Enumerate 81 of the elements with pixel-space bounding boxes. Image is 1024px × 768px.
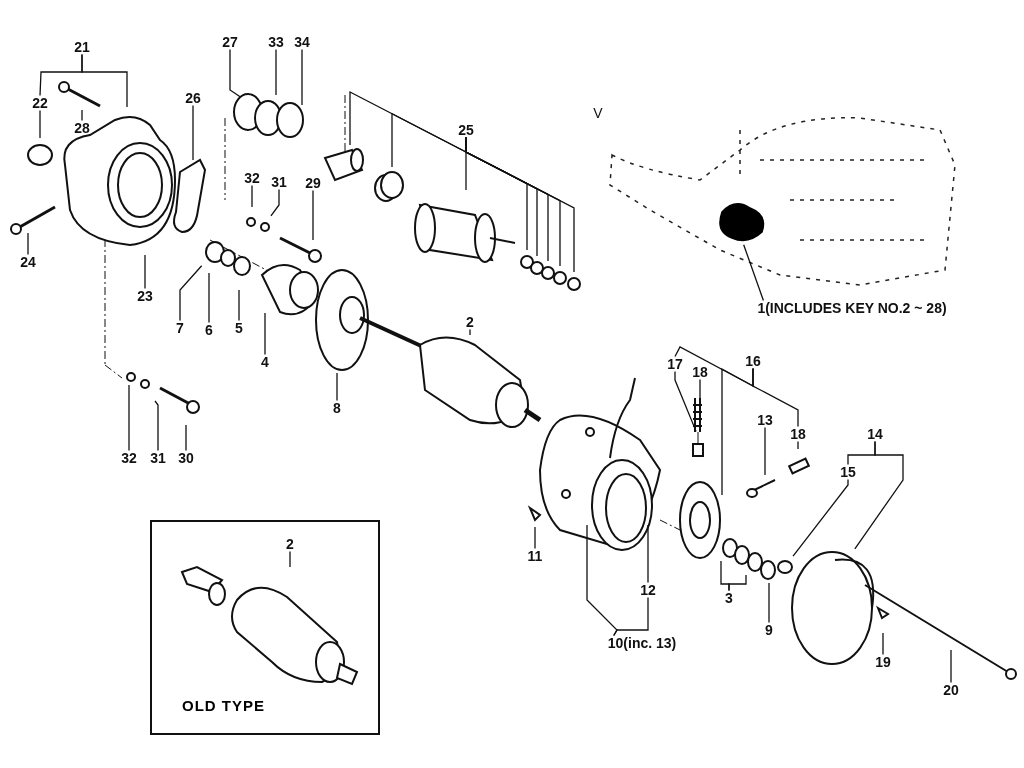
callout-number: 8: [333, 400, 341, 416]
leader-line: [270, 188, 280, 217]
callout-number: 16: [745, 353, 761, 369]
leader-line: [534, 526, 536, 550]
callout-number: 29: [305, 175, 321, 191]
leader-line: [792, 478, 849, 557]
callout-number: 17: [667, 356, 683, 372]
leader-line: [208, 272, 210, 324]
callout-number: 22: [32, 95, 48, 111]
leader-line: [39, 109, 41, 139]
leader-line: [128, 384, 130, 452]
callout-number: 14: [867, 426, 883, 442]
callout-number: 9: [765, 622, 773, 638]
callout-number: 21: [74, 39, 90, 55]
leader-line: [743, 244, 765, 302]
leader-line: [699, 378, 701, 399]
leader-line: [179, 265, 203, 322]
callout-number: 2: [466, 314, 474, 330]
leader-line: [797, 440, 799, 450]
leader-line: [768, 582, 770, 624]
leader-line: [81, 109, 83, 122]
leader-line: [336, 372, 338, 402]
leader-line: [647, 524, 649, 584]
callout-number: 2: [286, 536, 294, 552]
leader-line: [469, 328, 471, 336]
callout-number: 31: [150, 450, 166, 466]
callout-number: 15: [840, 464, 856, 480]
leader-line: [301, 48, 303, 106]
leader-line: [27, 232, 29, 256]
callout-number: 30: [178, 450, 194, 466]
leader-line: [185, 424, 187, 452]
callout-number: 18: [692, 364, 708, 380]
callout-number: 31: [271, 174, 287, 190]
leader-line: [950, 649, 952, 684]
leader-line: [238, 289, 240, 322]
callout-number: 12: [640, 582, 656, 598]
letter-mark: V: [593, 105, 603, 121]
leader-line: [465, 136, 575, 273]
callout-number: 26: [185, 90, 201, 106]
callout-number: 19: [875, 654, 891, 670]
leader-line: [613, 596, 649, 637]
leader-line: [721, 367, 754, 496]
callout-number: 20: [943, 682, 959, 698]
callout-number: 33: [268, 34, 284, 50]
callout-number: 6: [205, 322, 213, 338]
leader-line: [289, 550, 291, 568]
callout-number: 25: [458, 122, 474, 138]
callout-number: 27: [222, 34, 238, 50]
leader-line: [264, 312, 266, 356]
inset-panel: [150, 520, 380, 735]
leader-line: [674, 370, 697, 432]
callout-number: 28: [74, 120, 90, 136]
leader-line: [728, 574, 747, 592]
leader-line: [154, 400, 159, 452]
callout-number: 13: [757, 412, 773, 428]
panel-caption: OLD TYPE: [182, 697, 265, 714]
leader-line: [586, 524, 618, 637]
leader-line: [854, 440, 904, 550]
leader-line: [312, 189, 314, 241]
callout-number: 5: [235, 320, 243, 336]
leader-line: [251, 184, 253, 208]
callout-number: 18: [790, 426, 806, 442]
callout-number: 7: [176, 320, 184, 336]
callout-number: 11: [527, 548, 543, 564]
callout-number: 32: [121, 450, 137, 466]
leader-line: [391, 112, 467, 168]
leader-line: [275, 48, 277, 96]
callout-number: 23: [137, 288, 153, 304]
leader-line: [229, 48, 242, 98]
callout-number: 24: [20, 254, 36, 270]
leader-line: [192, 104, 194, 161]
leader-line: [144, 254, 146, 290]
callout-number: 34: [294, 34, 310, 50]
leader-line: [882, 632, 884, 656]
callout-label: 10(inc. 13): [607, 635, 677, 651]
leader-line: [81, 53, 128, 108]
callout-number: 4: [261, 354, 269, 370]
callout-number: 32: [244, 170, 260, 186]
callout-number: 3: [725, 590, 733, 606]
callout-label: 1(INCLUDES KEY NO.2 ~ 28): [757, 300, 947, 316]
leader-line: [764, 426, 766, 476]
